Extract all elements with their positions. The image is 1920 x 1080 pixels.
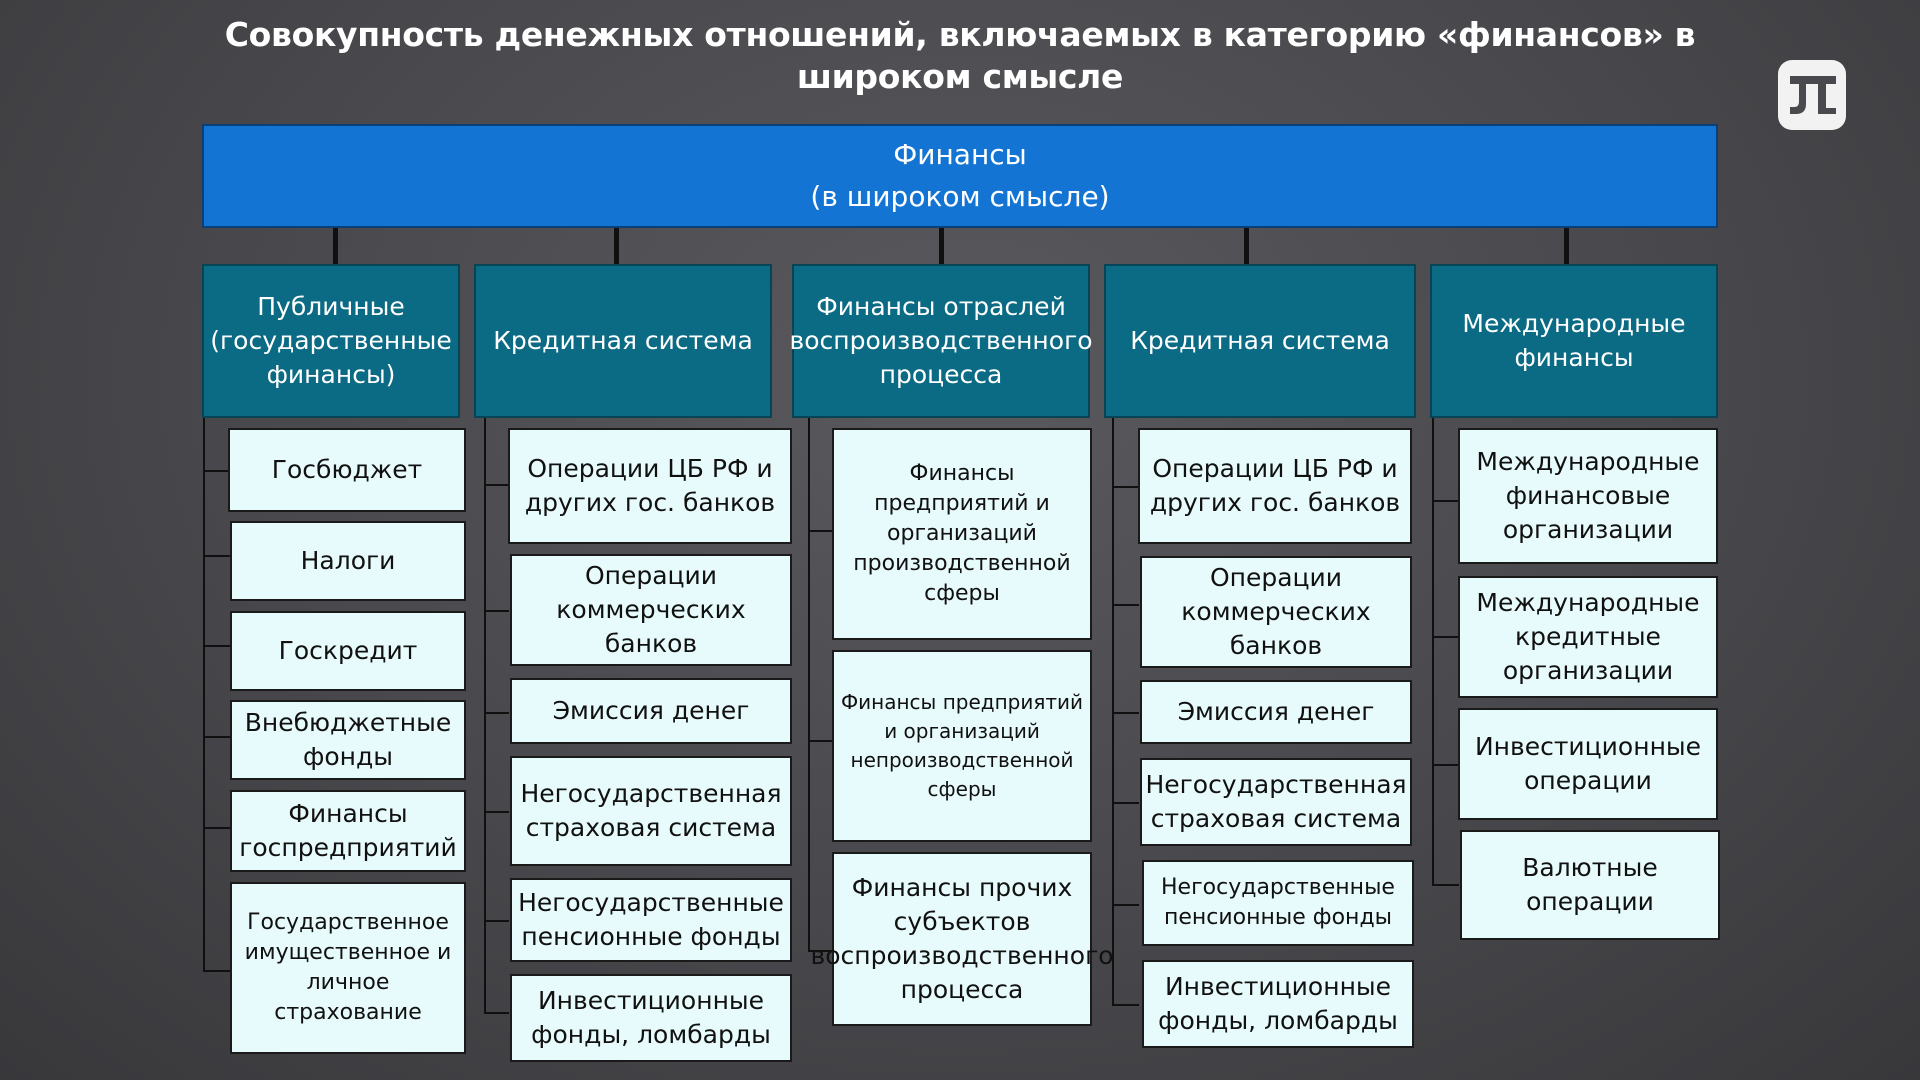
connector — [1432, 418, 1434, 886]
root-subtitle: (в широком смысле) — [810, 180, 1110, 213]
column-heading-credit-system: Кредитная система — [474, 264, 772, 418]
connector — [1112, 486, 1139, 488]
connector — [939, 228, 944, 264]
connector — [203, 970, 230, 972]
connector — [484, 610, 509, 612]
connector — [1432, 764, 1459, 766]
list-item: Финансы прочих субъектов воспроизводстве… — [811, 852, 1114, 1026]
connector — [1112, 1004, 1139, 1006]
connector — [614, 228, 619, 264]
connector — [1432, 500, 1459, 502]
list-item: Налоги — [230, 521, 466, 601]
list-item: Операции ЦБ РФ и других гос. банков — [508, 428, 792, 544]
root-title: Финансы — [893, 138, 1027, 171]
column-heading-credit-system-2: Кредитная система — [1104, 264, 1416, 418]
connector — [484, 484, 509, 486]
list-item: Финансы предприятий и организаций произв… — [832, 428, 1092, 640]
list-item: Инвестиционные фонды, ломбарды — [510, 974, 792, 1062]
connector — [1112, 802, 1139, 804]
connector — [1244, 228, 1249, 264]
list-item: Операции коммерческих банков — [510, 554, 792, 666]
list-item: Финансы предприятий и организаций непрои… — [832, 650, 1092, 842]
list-item: Финансы госпредприятий — [230, 790, 466, 872]
list-item: Негосударственная страховая система — [1140, 758, 1412, 846]
list-item: Международные кредитные организации — [1458, 576, 1718, 698]
connector — [1432, 636, 1459, 638]
connector — [484, 418, 486, 1014]
list-item: Эмиссия денег — [510, 678, 792, 744]
list-item: Госбюджет — [228, 428, 466, 512]
list-item: Негосударственные пенсионные фонды — [510, 878, 792, 962]
list-item: Эмиссия денег — [1140, 680, 1412, 744]
list-item: Международные финансовые организации — [1458, 428, 1718, 564]
column-heading-public-finance: Публичные (государственные финансы) — [202, 264, 460, 418]
connector — [808, 418, 810, 952]
column-heading-international-finance: Международные финансы — [1430, 264, 1718, 418]
list-item: Операции ЦБ РФ и других гос. банков — [1138, 428, 1412, 544]
connector — [1112, 712, 1139, 714]
list-item: Государственное имущественное и личное с… — [230, 882, 466, 1054]
connector — [484, 811, 509, 813]
root-node-finance: Финансы (в широком смысле) — [202, 124, 1718, 228]
connector — [1112, 904, 1139, 906]
connector — [203, 736, 230, 738]
connector — [808, 950, 835, 952]
connector — [203, 827, 230, 829]
pi-logo-icon — [1778, 60, 1846, 130]
list-item: Валютные операции — [1460, 830, 1720, 940]
connector — [484, 712, 509, 714]
list-item: Внебюджетные фонды — [230, 700, 466, 780]
list-item: Инвестиционные операции — [1458, 708, 1718, 820]
connector — [1564, 228, 1569, 264]
connector — [333, 228, 338, 264]
connector — [484, 920, 509, 922]
list-item: Инвестиционные фонды, ломбарды — [1142, 960, 1414, 1048]
list-item: Операции коммерческих банков — [1140, 556, 1412, 668]
connector — [808, 740, 835, 742]
list-item: Негосударственные пенсионные фонды — [1142, 860, 1414, 946]
connector — [484, 1012, 509, 1014]
list-item: Негосударственная страховая система — [510, 756, 792, 866]
page-title: Совокупность денежных отношений, включае… — [224, 15, 1696, 96]
connector — [203, 645, 230, 647]
column-heading-sector-finance: Финансы отраслей воспроизводственного пр… — [790, 264, 1093, 418]
connector — [1432, 884, 1459, 886]
connector — [1112, 604, 1139, 606]
connector — [203, 555, 230, 557]
connector — [808, 530, 835, 532]
list-item: Госкредит — [230, 611, 466, 691]
connector — [203, 470, 230, 472]
connector — [203, 418, 205, 972]
